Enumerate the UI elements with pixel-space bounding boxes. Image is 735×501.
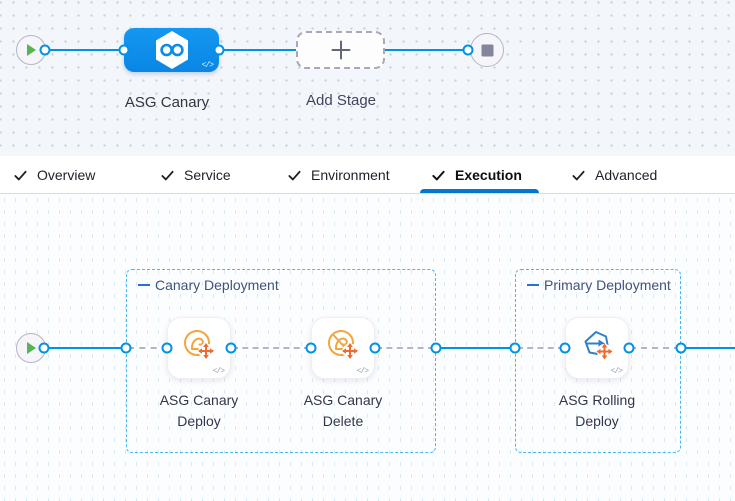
edge-dashed-line bbox=[232, 347, 310, 349]
connector-dot bbox=[225, 342, 237, 354]
add-stage-button[interactable] bbox=[296, 31, 385, 69]
add-stage-label: Add Stage bbox=[305, 92, 377, 109]
connector-dot bbox=[213, 44, 225, 56]
tab-label: Advanced bbox=[595, 167, 658, 183]
yaml-code-badge: </> bbox=[356, 367, 369, 376]
step-group-canary-deployment[interactable]: Canary Deployment bbox=[126, 269, 436, 453]
stop-icon bbox=[481, 44, 493, 56]
edge-dashed-line bbox=[630, 347, 680, 349]
edge-line bbox=[681, 347, 735, 349]
stage-config-tabbar: Overview Service Environment Execution A bbox=[0, 156, 735, 194]
tab-service[interactable]: Service bbox=[160, 156, 231, 194]
stage-node-asg-canary[interactable]: </> bbox=[124, 28, 219, 72]
yaml-code-badge: </> bbox=[610, 367, 623, 376]
connector-dot bbox=[462, 44, 474, 56]
active-tab-underline bbox=[420, 189, 539, 193]
plus-icon bbox=[331, 40, 350, 60]
edge-line bbox=[219, 49, 296, 51]
check-icon bbox=[288, 170, 301, 180]
asg-rolling-deploy-icon bbox=[584, 331, 613, 360]
connector-dot bbox=[369, 342, 381, 354]
edge-line bbox=[44, 347, 126, 349]
edge-dashed-line bbox=[376, 347, 434, 349]
connector-dot bbox=[38, 342, 50, 354]
tab-environment[interactable]: Environment bbox=[287, 156, 390, 194]
connector-dot bbox=[120, 342, 132, 354]
group-label: Primary Deployment bbox=[527, 277, 671, 293]
tab-label: Execution bbox=[455, 167, 522, 183]
connector-dot bbox=[305, 342, 317, 354]
step-label: ASG Rolling Deploy bbox=[558, 392, 636, 429]
step-node-asg-canary-delete[interactable]: </> bbox=[311, 317, 375, 379]
connector-dot bbox=[118, 44, 130, 56]
connector-dot bbox=[161, 342, 173, 354]
connector-dot bbox=[509, 342, 521, 354]
stage-pipeline-canvas[interactable]: </> ASG Canary Add Stage bbox=[0, 0, 735, 156]
tab-advanced[interactable]: Advanced bbox=[571, 156, 657, 194]
check-icon bbox=[161, 170, 174, 180]
step-node-asg-canary-deploy[interactable]: </> bbox=[167, 317, 231, 379]
step-node-asg-rolling-deploy[interactable]: </> bbox=[565, 317, 629, 379]
connector-dot bbox=[675, 342, 687, 354]
cd-stage-hexagon-icon bbox=[155, 31, 188, 69]
connector-dot bbox=[623, 342, 635, 354]
tab-overview[interactable]: Overview bbox=[13, 156, 95, 194]
yaml-code-badge: </> bbox=[212, 367, 225, 376]
execution-graph-canvas[interactable]: Canary Deployment </> bbox=[0, 194, 735, 501]
connector-dot bbox=[430, 342, 442, 354]
edge-dashed-line bbox=[128, 347, 168, 349]
tab-label: Service bbox=[184, 167, 231, 183]
group-collapse-dash-icon[interactable] bbox=[138, 284, 150, 286]
check-icon bbox=[572, 170, 585, 180]
group-collapse-dash-icon[interactable] bbox=[527, 284, 539, 286]
check-icon bbox=[14, 170, 27, 180]
step-label: ASG Canary Delete bbox=[303, 392, 383, 429]
tab-label: Overview bbox=[37, 167, 96, 183]
edge-dashed-line bbox=[517, 347, 564, 349]
asg-canary-delete-icon bbox=[328, 330, 358, 359]
check-icon bbox=[432, 170, 445, 180]
edge-line bbox=[436, 347, 515, 349]
step-label: ASG Canary Deploy bbox=[159, 392, 239, 429]
edge-line bbox=[385, 49, 463, 51]
play-icon bbox=[27, 342, 36, 354]
stage-label: ASG Canary bbox=[124, 94, 210, 111]
connector-dot bbox=[39, 44, 51, 56]
group-label: Canary Deployment bbox=[138, 277, 279, 293]
yaml-code-badge: </> bbox=[201, 61, 214, 70]
play-icon bbox=[27, 44, 36, 56]
edge-line bbox=[45, 49, 125, 51]
tab-execution[interactable]: Execution bbox=[431, 156, 522, 194]
step-group-primary-deployment[interactable]: Primary Deployment bbox=[515, 269, 681, 453]
connector-dot bbox=[559, 342, 571, 354]
asg-canary-deploy-icon bbox=[184, 330, 214, 359]
pipeline-end-node bbox=[470, 33, 504, 67]
tab-label: Environment bbox=[311, 167, 390, 183]
